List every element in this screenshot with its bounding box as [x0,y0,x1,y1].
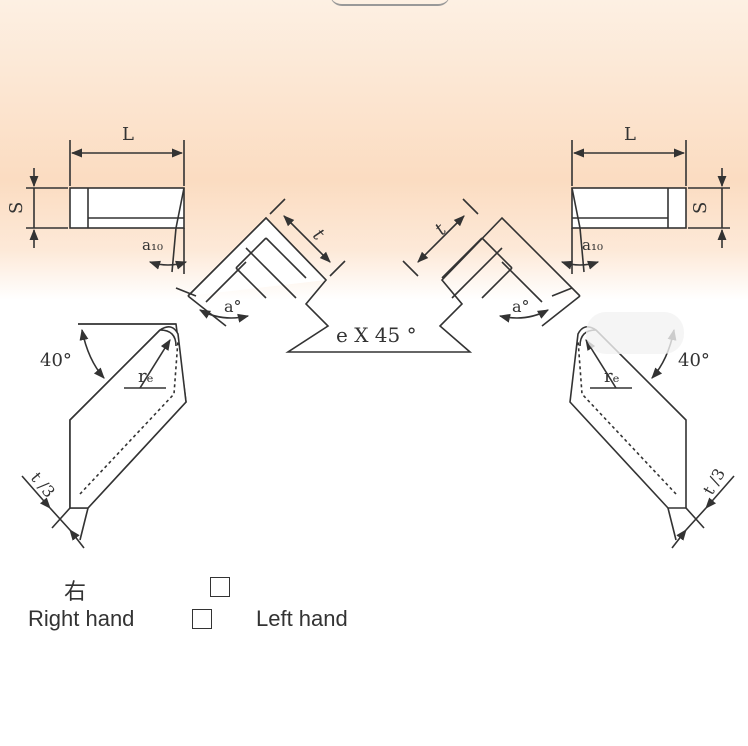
left-rotated-insert [175,198,581,353]
label-t3-right: t /3 [699,465,729,498]
label-L-left: L [122,124,134,145]
label-S-left: S [6,202,27,214]
label-t-left: t [308,225,329,246]
label-40-right: 40° [678,350,710,371]
legend-left-hand: Left hand [256,606,348,631]
right-rotated-insert [402,198,581,327]
legend-right-hand: Right hand [28,606,135,631]
legend-cn-right: 右 [64,579,87,604]
label-re-right: rₑ [604,366,620,387]
label-chamfer: e X 45 ° [336,323,417,347]
left-top-view [21,323,187,549]
label-t3-left: t /3 [27,468,59,501]
label-a10-left: a₁₀ [142,236,163,254]
left-side-view [26,140,188,274]
right-hand-checkbox-top[interactable] [210,577,230,597]
label-S-right: S [690,202,711,214]
label-40-left: 40° [40,350,72,371]
label-t-right: t [431,219,452,240]
label-L-right: L [624,124,636,145]
top-decoration [330,0,450,6]
right-side-view [560,140,730,274]
label-re-left: rₑ [138,366,154,387]
label-a10-right: a₁₀ [582,236,603,254]
right-hand-checkbox[interactable] [192,609,212,629]
label-a-left: a° [224,297,242,316]
label-a-right: a° [512,297,530,316]
highlight-patch [586,312,684,354]
